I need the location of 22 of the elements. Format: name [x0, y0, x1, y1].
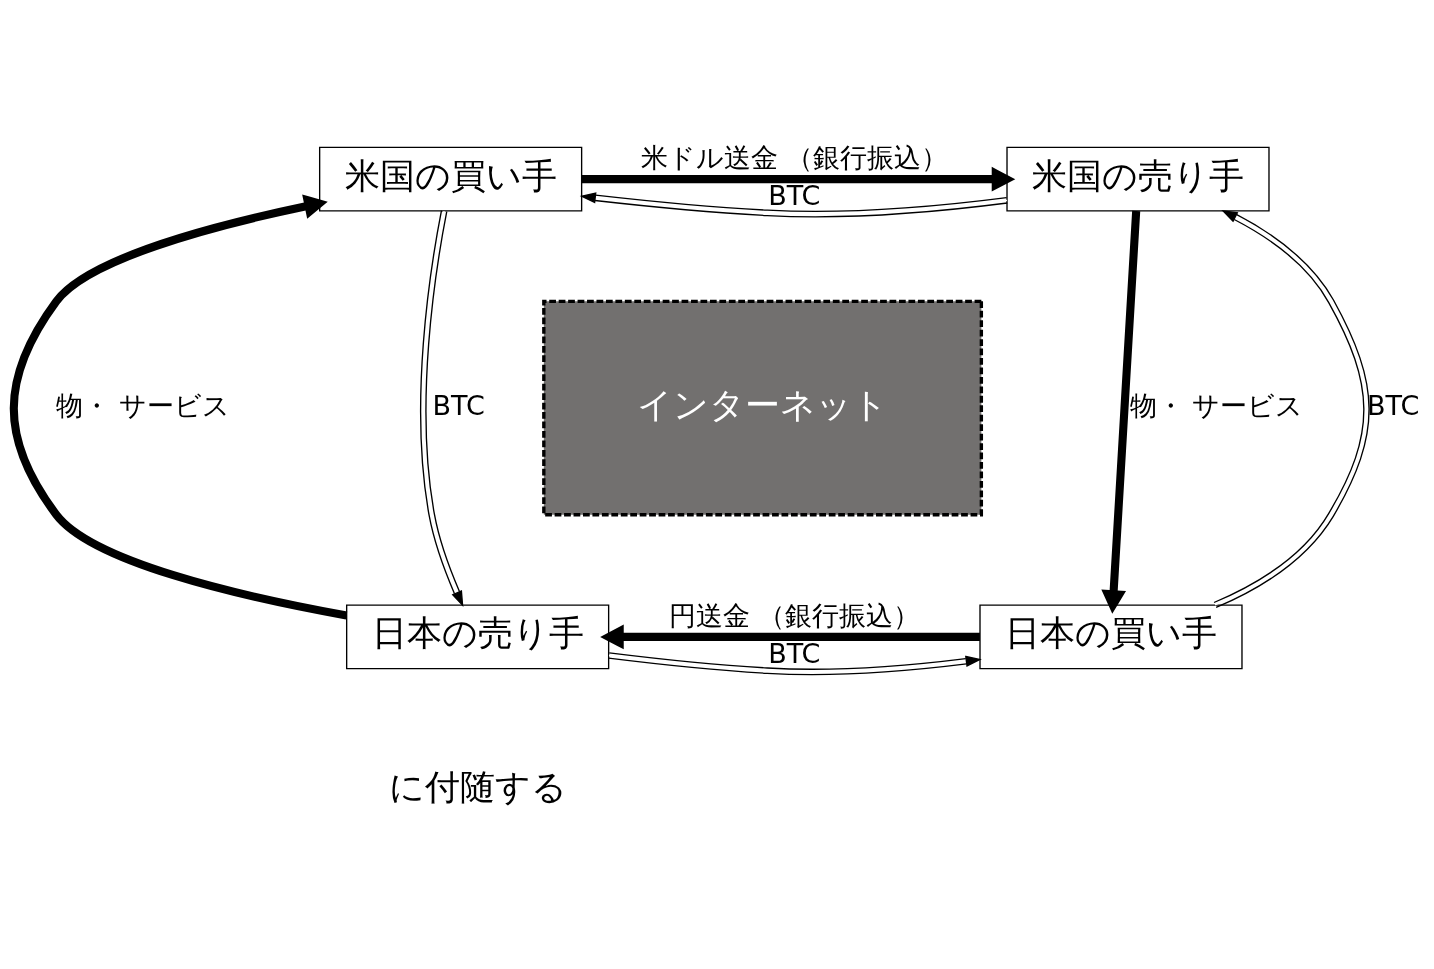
edge-label: BTC [1367, 389, 1420, 421]
edge-label: 物・ サービス [55, 389, 230, 421]
arrow [581, 166, 1016, 191]
arrow [1101, 210, 1141, 614]
node-box: 米国の売り手 [1006, 146, 1270, 212]
edge-label: BTC [768, 179, 821, 211]
edge-label: BTC [768, 637, 821, 669]
edge-label: 米ドル送金 （銀行振込） [640, 141, 949, 173]
arrow [579, 191, 1008, 217]
node-box: 日本の買い手 [979, 604, 1243, 669]
edge-label: BTC [432, 389, 485, 421]
arrow [9, 193, 348, 619]
node-box: 米国の買い手 [319, 146, 583, 212]
arrow [1213, 209, 1370, 608]
node-box: インターネット [542, 299, 984, 516]
arrow [600, 624, 980, 649]
edge-label: 物・ サービス [1129, 389, 1304, 421]
node-box: 日本の売り手 [346, 604, 610, 669]
arrow [607, 651, 982, 675]
edge-label: 円送金 （銀行振込） [668, 599, 921, 631]
label: に付随する [388, 765, 567, 807]
arrow [420, 209, 464, 607]
